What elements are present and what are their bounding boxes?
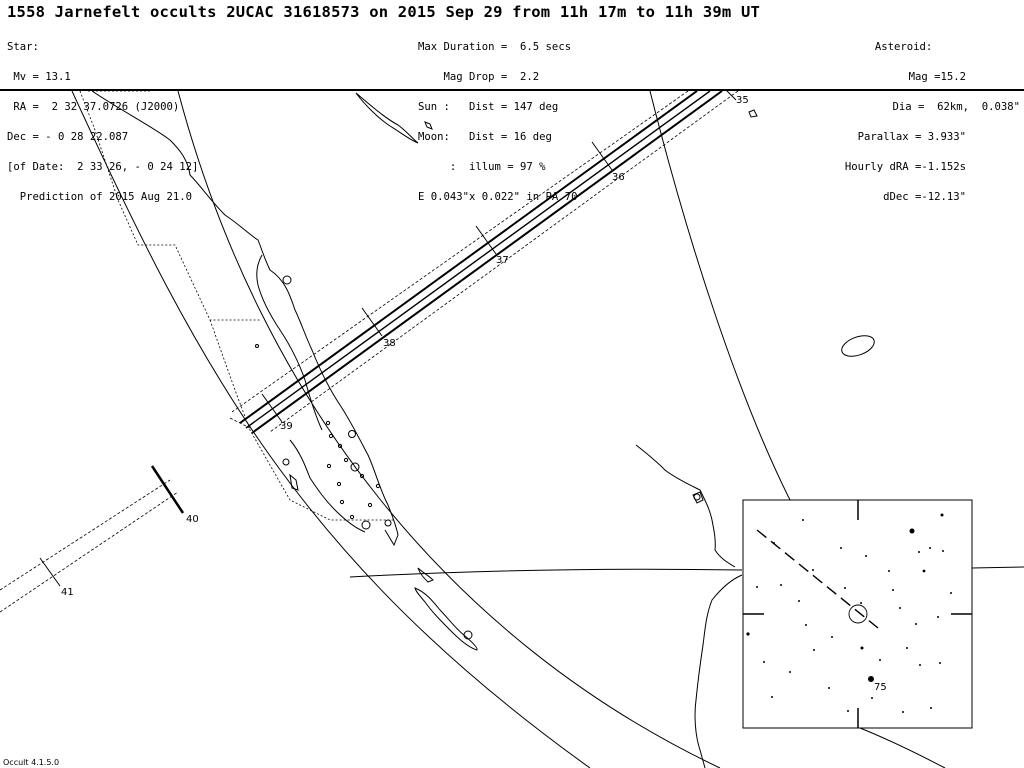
islet-1 xyxy=(424,121,433,130)
time-label-35: 35 xyxy=(736,95,749,106)
site-marker xyxy=(375,483,381,489)
site-marker xyxy=(350,462,360,472)
site-marker xyxy=(326,463,332,469)
path-south-limit xyxy=(251,91,723,434)
landmass-west-coast xyxy=(91,91,399,547)
error-ellipse-shape xyxy=(841,335,875,357)
star-of-date: [of Date: 2 33 26, - 0 24 12] xyxy=(7,161,199,173)
landmass-east xyxy=(635,444,736,568)
max-duration: Max Duration = 6.5 secs xyxy=(418,41,572,53)
time-label-36: 36 xyxy=(612,172,625,183)
star-chart-label: 75 xyxy=(874,682,887,693)
earth-limb-right xyxy=(649,91,791,501)
path-lower-left xyxy=(0,479,179,613)
site-marker xyxy=(282,275,292,285)
time-label-41: 41 xyxy=(61,587,74,598)
site-marker xyxy=(361,520,371,530)
time-label-40: 40 xyxy=(186,514,199,525)
site-marker xyxy=(348,430,356,438)
tick-37 xyxy=(475,225,497,255)
mag-drop: Mag Drop = 2.2 xyxy=(418,71,540,83)
landmass-southeast xyxy=(694,574,743,768)
site-marker xyxy=(349,514,355,520)
site-marker xyxy=(282,458,290,466)
site-marker xyxy=(255,344,259,348)
site-marker xyxy=(384,519,392,527)
time-label-37: 37 xyxy=(496,255,509,266)
star-chart-target xyxy=(848,604,868,624)
site-marker xyxy=(337,443,343,449)
island-lower xyxy=(414,587,478,651)
time-label-38: 38 xyxy=(383,338,396,349)
terminator-line-right xyxy=(971,566,1024,569)
star-heading: Star: xyxy=(7,41,39,53)
hourly-dra: Hourly dRA =-1.152s xyxy=(844,161,966,173)
island-lower-north xyxy=(417,567,434,583)
tick-40 xyxy=(150,465,185,514)
site-marker xyxy=(336,481,342,487)
path-center-line xyxy=(245,91,711,429)
software-version: Occult 4.1.5.0 xyxy=(3,758,60,767)
moon-illumination: : illum = 97 % xyxy=(418,161,546,173)
asteroid-parallax: Parallax = 3.933" xyxy=(857,131,966,143)
tick-39 xyxy=(261,393,283,423)
site-marker xyxy=(367,502,373,508)
asteroid-diameter: Dia = 62km, 0.038" xyxy=(892,101,1020,113)
asteroid-info-block: Asteroid: Mag =15.2 Dia = 62km, 0.038" P… xyxy=(844,22,1020,222)
site-marker xyxy=(328,433,334,439)
site-marker xyxy=(325,420,331,426)
tick-36 xyxy=(591,141,613,171)
path-limits xyxy=(239,91,723,434)
time-label-39: 39 xyxy=(280,421,293,432)
landmass-east-coast xyxy=(256,254,323,431)
earth-limb-bottom-right xyxy=(859,727,946,768)
tick-41 xyxy=(39,557,61,587)
header-divider xyxy=(0,89,1024,91)
path-outer-limits xyxy=(229,91,739,433)
earth-limb-outer xyxy=(177,91,721,768)
site-marker xyxy=(693,493,701,501)
ground-track-map: 35 36 37 38 39 40 41 75 xyxy=(0,91,1024,768)
island-small-south xyxy=(289,473,299,491)
site-marker xyxy=(359,473,365,479)
star-ra: RA = 2 32 37.0726 (J2000) xyxy=(7,101,180,113)
path-north-limit xyxy=(239,91,698,424)
region-boundaries xyxy=(79,91,395,521)
hourly-ddec: dDec =-12.13" xyxy=(883,191,966,203)
moon-distance: Moon: Dist = 16 deg xyxy=(418,131,552,143)
site-marker xyxy=(339,499,345,505)
site-marker xyxy=(343,457,349,463)
event-info-block: Max Duration = 6.5 secs Mag Drop = 2.2 S… xyxy=(418,22,577,222)
site-marker xyxy=(463,630,473,640)
tick-35 xyxy=(726,91,737,101)
island-east-1 xyxy=(692,491,704,504)
peninsula-south xyxy=(289,439,366,533)
earth-limb-inner xyxy=(71,91,591,768)
star-magnitude: Mv = 13.1 xyxy=(7,71,71,83)
islet-2 xyxy=(748,109,758,118)
asteroid-magnitude: Mag =15.2 xyxy=(908,71,966,83)
tick-38 xyxy=(361,307,383,337)
star-chart-frame xyxy=(742,499,973,729)
star-chart-motion-path xyxy=(756,529,879,629)
asteroid-heading: Asteroid: xyxy=(874,41,933,53)
page-title: 1558 Jarnefelt occults 2UCAC 31618573 on… xyxy=(7,3,761,21)
sun-distance: Sun : Dist = 147 deg xyxy=(418,101,559,113)
island-north xyxy=(355,92,419,144)
star-chart-crosshair xyxy=(743,500,972,728)
star-dec: Dec = - 0 28 22.087 xyxy=(7,131,129,143)
terminator-line xyxy=(349,568,743,578)
star-chart-field-stars xyxy=(746,513,952,713)
